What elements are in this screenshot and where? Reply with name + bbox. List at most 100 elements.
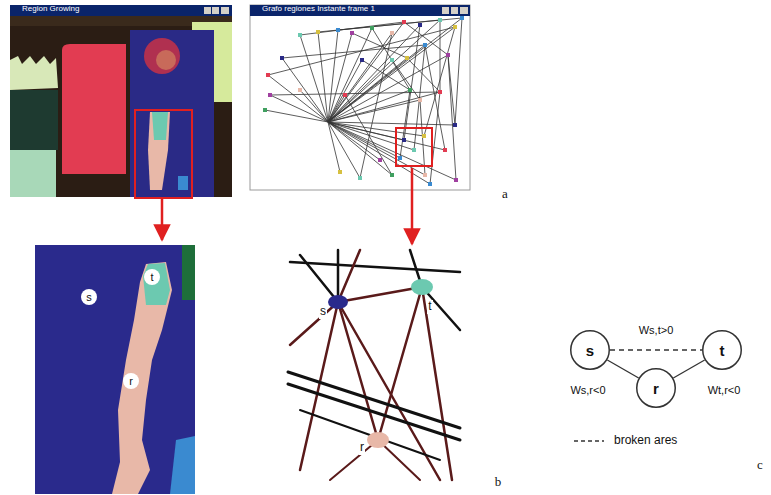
- graph-line: [328, 122, 340, 172]
- graph-line: [400, 90, 410, 158]
- graph-line: [268, 75, 328, 122]
- segmentation-zoom: [35, 245, 195, 494]
- graph-vertex: [446, 53, 450, 57]
- graph-vertex: [263, 108, 267, 112]
- graph-line: [424, 27, 455, 136]
- graph-vertex: [390, 31, 394, 35]
- graph-vertex: [402, 20, 406, 24]
- edge-weight: Wt,r<0: [708, 384, 741, 396]
- graph-line: [338, 18, 462, 30]
- panel-letter: b: [495, 475, 502, 489]
- graph-line: [392, 60, 420, 100]
- graph-line: [328, 27, 455, 122]
- graph-window: [250, 5, 470, 244]
- graph-arc: [607, 360, 638, 378]
- graph-vertex: [422, 134, 426, 138]
- graph-vertex: [402, 138, 406, 142]
- graph-line: [352, 33, 407, 58]
- graph-line: [404, 25, 420, 140]
- graph-vertex: [266, 73, 270, 77]
- node-letter: s: [586, 343, 594, 358]
- graph-vertex: [428, 182, 432, 186]
- legend-sample: [572, 436, 606, 446]
- label-text: r: [360, 440, 364, 454]
- graph-vertex: [280, 56, 284, 60]
- node-letter: s: [86, 292, 92, 303]
- graph-vertex: [390, 58, 394, 62]
- graph-vertex: [418, 23, 422, 27]
- node-outline: [571, 331, 610, 370]
- graph-vertex: [298, 33, 302, 37]
- label-text: s: [320, 304, 326, 318]
- graph-line: [328, 28, 372, 122]
- node-letter: t: [720, 343, 725, 358]
- segmentation-window: [10, 5, 232, 240]
- graph-line: [270, 95, 328, 122]
- graph-line: [318, 32, 328, 122]
- graph-vertex: [418, 98, 422, 102]
- edge-weight-label: Ws,r<0: [568, 384, 607, 396]
- graph-vertex: [453, 25, 457, 29]
- graph-line: [448, 55, 456, 180]
- panel-letter: a: [502, 187, 508, 201]
- graph-vertex: [405, 56, 409, 60]
- region-node: t: [144, 269, 160, 285]
- edge-weight-label: Ws,t>0: [637, 324, 676, 336]
- graph-vertex: [423, 173, 427, 177]
- graph-zoom: [288, 250, 460, 480]
- graph-line: [328, 45, 425, 122]
- graph-vertex: [398, 156, 402, 160]
- legend-row: broken ares: [572, 434, 677, 447]
- legend-dash: [574, 440, 604, 441]
- graph-vertex: [453, 123, 457, 127]
- graph-vertex: [316, 30, 320, 34]
- graph-vertex: [370, 26, 374, 30]
- node-outline: [637, 369, 676, 408]
- node-outline: [123, 373, 139, 389]
- graph-line: [268, 27, 455, 75]
- region-node: r: [636, 368, 676, 408]
- graph-line: [328, 60, 392, 122]
- vertex-label: r: [359, 441, 365, 454]
- edge-weight-label: Wt,r<0: [706, 384, 743, 396]
- label-text: Grafo regiones Instante frame 1: [262, 4, 375, 13]
- graph-vertex: [378, 158, 382, 162]
- graph-line: [328, 18, 462, 122]
- graph-line: [328, 122, 360, 178]
- graph-arc: [673, 360, 704, 378]
- graph-vertex: [350, 31, 354, 35]
- graph-line: [328, 92, 440, 122]
- graph-lines: [263, 16, 464, 186]
- window-title: Region Growing: [22, 5, 79, 14]
- label-text: b: [495, 474, 502, 489]
- graph-line: [328, 122, 456, 180]
- graph-vertex: [443, 148, 447, 152]
- region-node: r: [123, 373, 139, 389]
- graph-vertex: [408, 88, 412, 92]
- graph-line: [328, 55, 448, 122]
- graph-line: [455, 18, 462, 125]
- graph-vertex: [438, 18, 442, 22]
- node-letter: r: [653, 381, 659, 396]
- panel-letter: c: [757, 458, 763, 472]
- graph-vertex: [343, 93, 347, 97]
- graph-vertex: [454, 178, 458, 182]
- graph-vertex: [338, 170, 342, 174]
- edge-weight: Ws,r<0: [570, 384, 605, 396]
- graph-line: [300, 90, 328, 122]
- graph-line: [360, 33, 392, 178]
- graph-vertex: [390, 173, 394, 177]
- graph-vertex: [298, 88, 302, 92]
- region-node: t: [702, 330, 742, 370]
- vertex-label: t: [427, 300, 432, 313]
- graph-line: [420, 100, 425, 175]
- graph-line: [328, 90, 410, 122]
- vertex-label: s: [319, 305, 327, 318]
- node-letter: t: [150, 272, 153, 283]
- graph-line: [282, 58, 328, 122]
- region-node: s: [81, 289, 97, 305]
- graph-vertex: [268, 93, 272, 97]
- label-text: a: [502, 186, 508, 201]
